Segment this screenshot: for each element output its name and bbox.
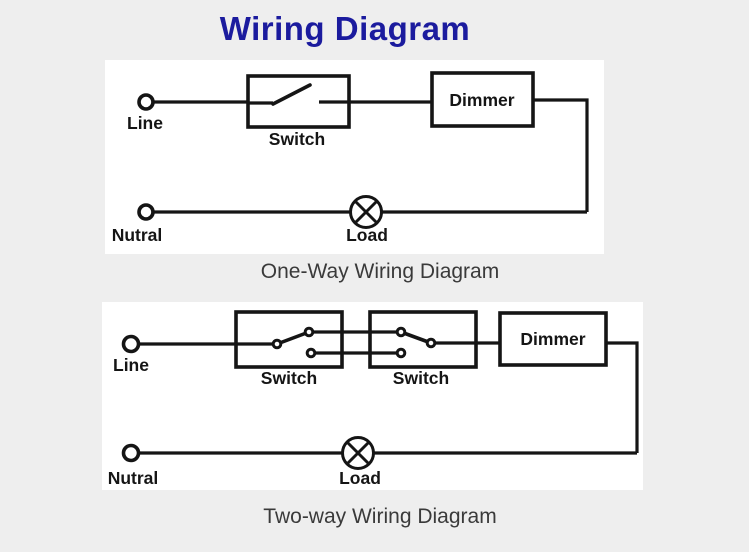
switch-right-blade-icon	[399, 330, 433, 345]
line-terminal-icon	[137, 93, 155, 111]
page-title: Wiring Diagram	[219, 10, 471, 47]
switch-left-lower-dot	[305, 347, 317, 359]
switch-right-box	[368, 310, 478, 369]
load-lamp-icon	[341, 436, 375, 470]
switch-label: Switch	[269, 129, 325, 149]
line-terminal-icon	[121, 334, 141, 354]
switch-right-common-dot	[425, 337, 437, 349]
dimmer-return-wire	[533, 98, 589, 212]
one-way-diagram-panel: Dimmer Line Switch Nutral Load	[105, 60, 604, 254]
switch-blade-icon	[271, 83, 312, 106]
switch-left-common-dot	[271, 338, 283, 350]
switch-left-box	[234, 310, 344, 369]
neutral-terminal-icon	[121, 443, 141, 463]
dimmer-label: Dimmer	[520, 329, 585, 349]
dimmer-label: Dimmer	[449, 90, 514, 110]
load-label: Load	[346, 225, 388, 245]
switch-right-upper-dot	[395, 326, 407, 338]
two-way-wiring-svg: Dimmer Line Switch Switch Nutral Load	[108, 310, 639, 488]
switch-left-label: Switch	[261, 368, 317, 388]
switch-right-lower-dot	[395, 347, 407, 359]
neutral-terminal-icon	[137, 203, 155, 221]
two-way-diagram-panel: Dimmer Line Switch Switch Nutral Load	[102, 302, 643, 490]
switch-right-label: Switch	[393, 368, 449, 388]
switch-left-upper-dot	[303, 326, 315, 338]
one-way-caption: One-Way Wiring Diagram	[260, 260, 500, 283]
line-label: Line	[113, 355, 149, 375]
two-way-caption: Two-way Wiring Diagram	[263, 505, 497, 528]
switch-left-blade-icon	[275, 330, 311, 346]
load-label: Load	[339, 468, 381, 488]
one-way-wiring-svg: Dimmer Line Switch Nutral Load	[112, 71, 589, 245]
dimmer-box	[498, 311, 608, 367]
line-label: Line	[127, 113, 163, 133]
neutral-label: Nutral	[108, 468, 159, 488]
dimmer-return-wire	[606, 341, 639, 453]
neutral-label: Nutral	[112, 225, 163, 245]
load-lamp-icon	[349, 195, 383, 229]
